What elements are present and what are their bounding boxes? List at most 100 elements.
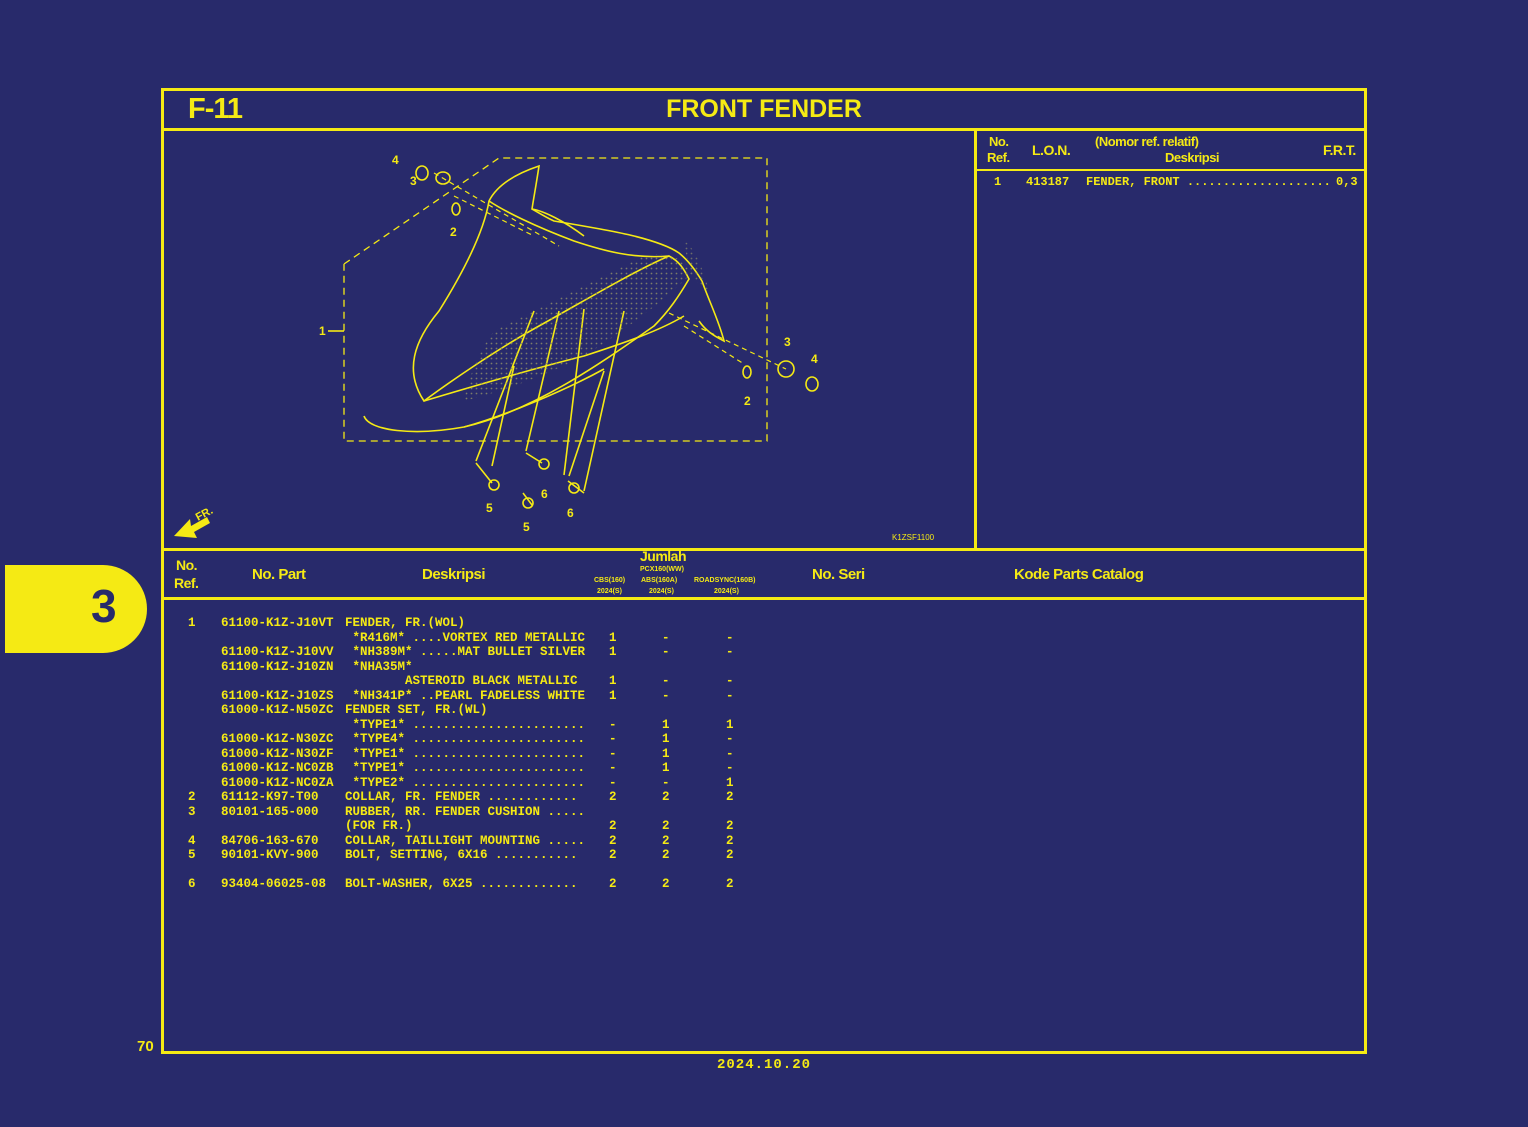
cell-desc: FENDER, FR.(WOL) [345,616,466,630]
cell-desc: *TYPE2* ....................... [345,776,586,790]
cell-desc: COLLAR, TAILLIGHT MOUNTING ..... [345,834,586,848]
cell-q3: 2 [726,877,734,891]
col-desc: Deskripsi [422,566,486,583]
col-seri: No. Seri [812,566,865,583]
section-code: F-11 [188,93,243,125]
cell-q1: 1 [609,674,617,688]
col-ref: Ref. [174,575,199,591]
cell-q2: - [662,776,670,790]
frt-col-nomor: (Nomor ref. relatif) [1095,134,1199,149]
section-tab-number: 3 [91,580,117,632]
cell-desc: BOLT, SETTING, 6X16 ........... [345,848,578,862]
callout-5: 5 [486,501,493,515]
cell-part: 61100-K1Z-J10ZS [221,689,334,703]
exploded-diagram: 4 3 2 1 3 4 2 5 5 6 6 FR. K1ZSF1100 [164,131,974,549]
callout-6b: 6 [567,506,574,520]
frt-col-frt: F.R.T. [1323,142,1356,158]
cell-q1: - [609,732,617,746]
cell-part: 80101-165-000 [221,805,319,819]
cell-q2: 2 [662,819,670,833]
frt-col-lon: L.O.N. [1032,142,1071,158]
cell-ref: 3 [188,805,196,819]
cell-q1: 2 [609,848,617,862]
cell-q2: 2 [662,834,670,848]
assembly-box [343,157,768,442]
cell-desc: BOLT-WASHER, 6X25 ............. [345,877,578,891]
cell-q3: 2 [726,790,734,804]
cell-desc: *NH389M* .....MAT BULLET SILVER [345,645,586,659]
col-sub-cbs: CBS(160) [594,577,626,584]
cell-q1: 2 [609,819,617,833]
cell-desc: *TYPE1* ....................... [345,747,586,761]
col-jumlah: Jumlah [640,548,687,564]
cell-q3: 2 [726,819,734,833]
callout-3: 3 [410,174,417,188]
cell-desc: RUBBER, RR. FENDER CUSHION ..... [345,805,586,819]
fender-drawing: 4 3 2 1 3 4 2 5 5 6 6 FR. K1ZSF1100 [174,153,935,542]
cell-q3: - [726,674,734,688]
cell-ref: 6 [188,877,196,891]
cell-q2: 2 [662,877,670,891]
frt-col-no: No. [989,134,1009,149]
cell-q1: - [609,776,617,790]
callout-6: 6 [541,487,548,501]
cell-ref: 5 [188,848,196,862]
cell-q2: - [662,674,670,688]
cell-q3: - [726,761,734,775]
cell-desc: COLLAR, FR. FENDER ............ [345,790,578,804]
cell-part: 61112-K97-T00 [221,790,319,804]
col-part: No. Part [252,566,306,583]
cell-q1: - [609,718,617,732]
cell-part: 61000-K1Z-NC0ZA [221,776,334,790]
cell-q3: 2 [726,834,734,848]
direction-label: FR. [194,505,215,524]
cell-part: 61000-K1Z-N50ZC [221,703,334,717]
col-sub-year-3: 2024(S) [714,588,739,595]
cell-q2: - [662,631,670,645]
frt-row-lon: 413187 [1026,175,1070,189]
callout-4b: 4 [811,352,818,366]
cell-part: 61100-K1Z-J10VV [221,645,334,659]
frt-row-ref: 1 [994,175,1002,189]
cell-part: 84706-163-670 [221,834,319,848]
col-sub-year-2: 2024(S) [649,588,674,595]
cell-q1: 1 [609,645,617,659]
cell-q1: 2 [609,790,617,804]
col-sub-year-1: 2024(S) [597,588,622,595]
cell-desc: ASTEROID BLACK METALLIC [345,674,578,688]
cell-q2: 1 [662,732,670,746]
callout-2b: 2 [744,394,751,408]
cell-q3: 1 [726,718,734,732]
frt-col-ref: Ref. [987,150,1010,165]
frt-row-value: 0,3 [1336,175,1358,189]
cell-q3: 2 [726,848,734,862]
cell-part: 90101-KVY-900 [221,848,319,862]
divider [164,597,1364,600]
col-sub-roadsync: ROADSYNC(160B) [694,577,756,584]
fender-outline [363,164,703,433]
cell-part: 61100-K1Z-J10ZN [221,660,334,674]
cell-desc: FENDER SET, FR.(WL) [345,703,488,717]
front-direction-arrow-icon [174,517,210,538]
callout-5b: 5 [523,520,530,534]
cell-q2: 1 [662,718,670,732]
cell-part: 61100-K1Z-J10VT [221,616,334,630]
cell-desc: *TYPE4* ....................... [345,732,586,746]
cell-desc: (FOR FR.) [345,819,413,833]
cell-q2: 1 [662,747,670,761]
callout-1: 1 [319,324,326,338]
col-no: No. [176,557,198,573]
page-number: 70 [137,1038,154,1055]
cell-desc: *TYPE1* ....................... [345,718,586,732]
cell-q1: 2 [609,834,617,848]
cell-ref: 2 [188,790,196,804]
print-date: 2024.10.20 [716,1057,811,1073]
cell-part: 61000-K1Z-N30ZC [221,732,334,746]
cell-q1: 1 [609,631,617,645]
col-kode: Kode Parts Catalog [1014,566,1144,583]
cell-desc: *TYPE1* ....................... [345,761,586,775]
cell-q3: - [726,689,734,703]
col-sub-model: PCX160(WW) [640,566,684,573]
cell-q2: - [662,645,670,659]
cell-q2: 1 [662,761,670,775]
